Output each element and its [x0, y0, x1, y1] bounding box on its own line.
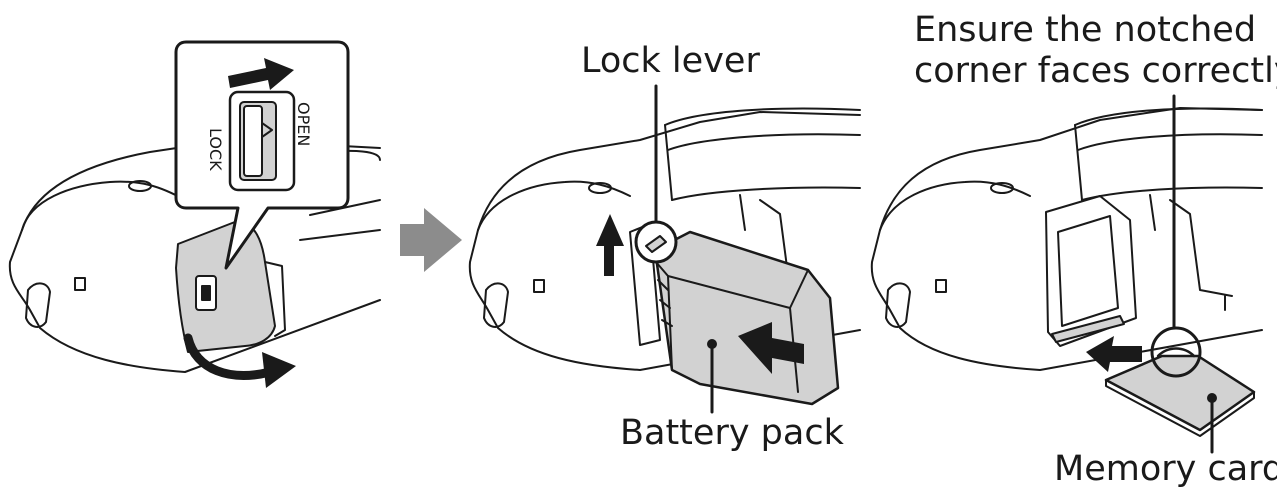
camera-strap-clip	[25, 282, 51, 328]
battery-pack-face	[667, 269, 809, 393]
memory-card-label: Memory card	[1054, 449, 1277, 489]
camera-grip-edge	[21, 180, 186, 231]
camera-body-outline	[468, 111, 861, 371]
open-cover-curved-arrow-icon	[183, 333, 275, 380]
lens-mount-ring	[664, 107, 861, 201]
lock-lever-up-arrow-icon	[596, 214, 624, 276]
step-arrow-1-icon	[400, 208, 462, 272]
lock-lever-label: Lock lever	[581, 41, 760, 81]
memory-card-slot	[1051, 315, 1125, 343]
battery-pack	[653, 230, 840, 406]
inset-lock-label: LOCK	[206, 128, 225, 171]
camera-body-outline	[870, 107, 1263, 371]
lens-mount-ring	[1074, 107, 1263, 201]
notched-corner-highlight-circle	[1150, 326, 1202, 378]
slide-right-arrow-icon	[228, 58, 294, 90]
insert-battery-arrow-icon	[738, 322, 804, 374]
panel-insert-memory-card	[870, 94, 1263, 454]
camera-small-port	[74, 277, 86, 291]
panel-insert-battery	[468, 84, 861, 414]
camera-grip-edge	[879, 180, 1031, 231]
camera-strap-lug	[128, 180, 152, 192]
open-triangle-icon	[261, 122, 273, 138]
inset-open-label: OPEN	[294, 102, 313, 146]
insert-card-arrow-icon	[1086, 336, 1142, 372]
camera-grip-edge	[477, 180, 631, 231]
lens-mount-side	[1074, 124, 1233, 311]
battery-pack-label: Battery pack	[620, 413, 844, 453]
lens-mount-side	[664, 124, 821, 297]
panel-open-cover	[8, 40, 381, 388]
battery-chamber-open	[1045, 195, 1137, 347]
camera-strap-lug	[990, 182, 1014, 194]
memory-card	[1104, 354, 1256, 432]
instruction-line-1: Ensure the notched	[914, 10, 1257, 50]
camera-strap-clip	[885, 282, 911, 328]
camera-body-outline	[8, 139, 381, 373]
notched-corner-instruction: Ensure the notched corner faces correctl…	[914, 10, 1277, 92]
camera-small-port	[533, 279, 545, 293]
battery-cover-hinge	[264, 261, 286, 337]
battery-cover	[175, 219, 276, 353]
camera-strap-clip	[483, 282, 509, 328]
camera-small-port	[935, 279, 947, 293]
camera-strap-lug	[588, 182, 612, 194]
instruction-line-2: corner faces correctly.	[914, 51, 1277, 91]
